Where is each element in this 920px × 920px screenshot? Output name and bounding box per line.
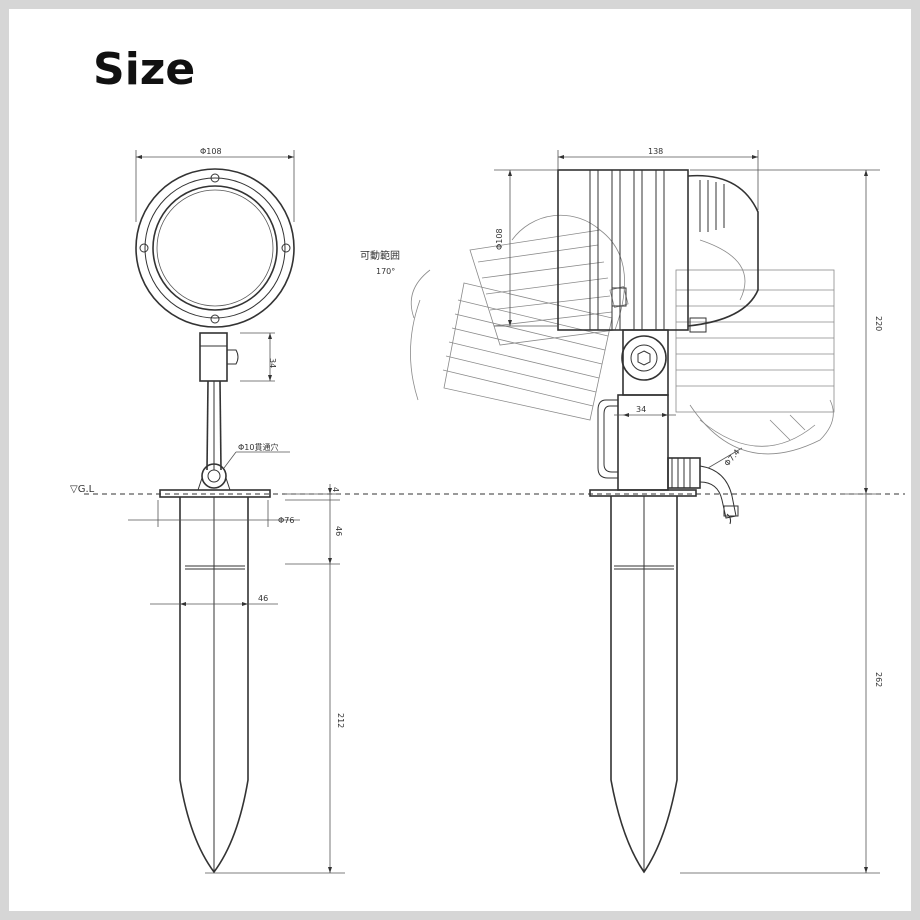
side-width-label: 138 — [648, 147, 663, 156]
front-screw-top — [210, 173, 220, 183]
ghost-tilted-left — [410, 269, 613, 421]
front-view — [128, 150, 345, 874]
below-ground-label: 262 — [874, 672, 883, 687]
bracket-offset-label: 34 — [636, 405, 646, 414]
front-screw-bottom — [210, 314, 220, 324]
side-height-label: 220 — [874, 316, 883, 331]
stake-upper-label: 46 — [334, 526, 343, 536]
head-diameter-label: Φ108 — [495, 228, 504, 250]
ground-level-label: ▽G.L — [70, 484, 95, 495]
movable-angle-label: 170° — [376, 267, 395, 276]
movable-range-label: 可動範囲 — [360, 249, 400, 262]
front-screw-right — [281, 243, 291, 253]
side-ground-plate — [589, 489, 697, 497]
cable-diameter-label: Φ7.4 — [723, 448, 742, 468]
side-bracket — [597, 287, 739, 525]
stake-width-label: 46 — [258, 594, 268, 603]
front-screw-left — [139, 243, 149, 253]
side-view — [410, 150, 880, 874]
side-pivot — [621, 335, 667, 381]
flange-diameter-label: Φ76 — [278, 516, 294, 525]
through-hole-label: Φ10貫通穴 — [238, 442, 278, 452]
ground-gap-label: 4 — [331, 487, 340, 492]
ghost-tilted-right — [675, 269, 835, 455]
front-bracket — [199, 332, 228, 382]
page-title: Size — [93, 44, 196, 95]
front-outer-ring — [135, 168, 295, 328]
front-middle-ring — [144, 177, 286, 319]
bracket-height-label: 34 — [268, 358, 277, 368]
front-ground-plate — [159, 489, 271, 498]
stake-length-label: 212 — [336, 713, 345, 728]
front-diameter-label: Φ108 — [200, 147, 222, 156]
ghost-tilted-up — [469, 214, 629, 346]
front-lens — [152, 185, 278, 311]
